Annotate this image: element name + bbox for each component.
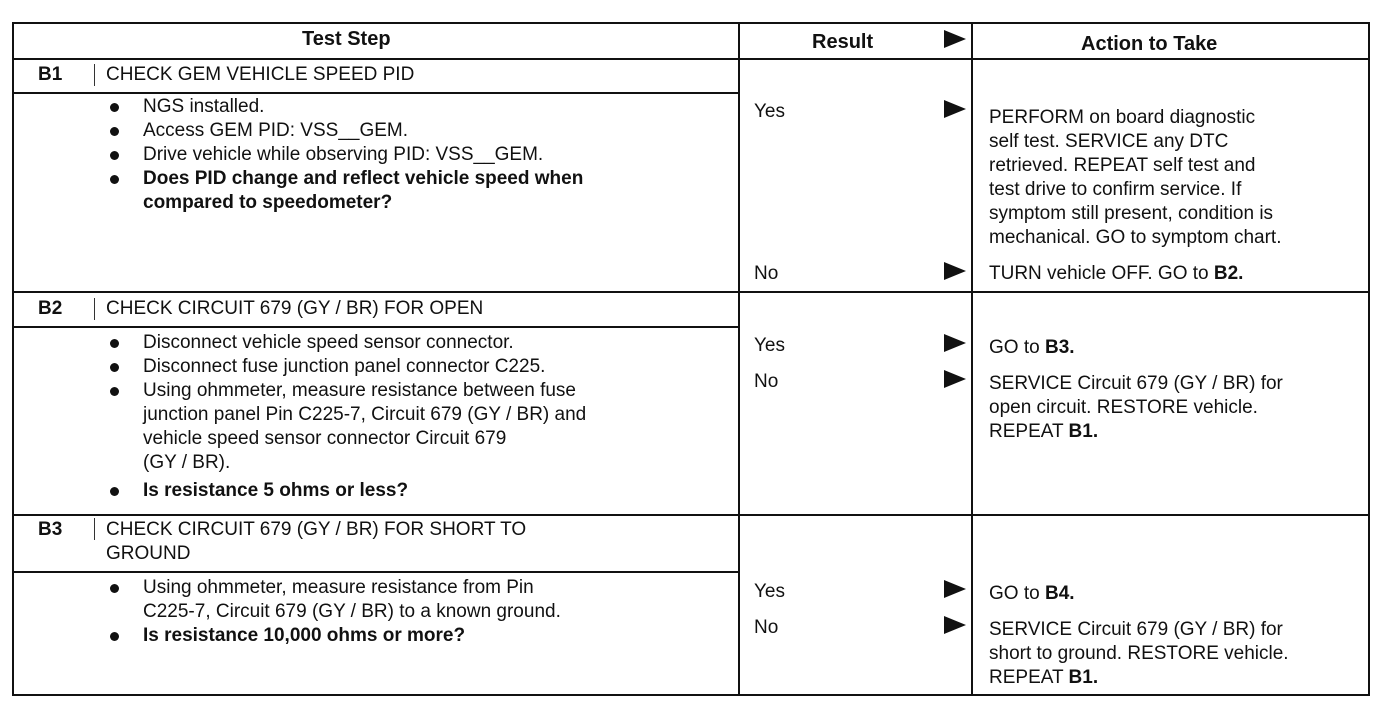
table-right-border	[1368, 22, 1370, 696]
bullet-icon	[110, 584, 119, 593]
b3-action-no-2: short to ground. RESTORE vehicle.	[989, 643, 1289, 664]
b1-bullet-1: NGS installed.	[143, 96, 265, 117]
b2-action-no-ref: B1.	[1068, 421, 1099, 442]
b1-action-yes-6: mechanical. GO to symptom chart.	[989, 227, 1282, 248]
b1-result-no: No	[754, 263, 779, 284]
b3-bullet-1-cont: C225-7, Circuit 679 (GY / BR) to a known…	[143, 601, 561, 622]
b1-no-arrow-icon	[944, 262, 966, 280]
table-bottom-border	[12, 694, 1370, 696]
b2-yes-arrow-icon	[944, 334, 966, 352]
b1-id-tick	[94, 64, 95, 86]
b1-bullet-3: Drive vehicle while observing PID: VSS__…	[143, 144, 544, 165]
step-title-b2: CHECK CIRCUIT 679 (GY / BR) FOR OPEN	[106, 298, 484, 319]
b1-action-no: TURN vehicle OFF. GO to B2.	[989, 263, 1244, 284]
b1-yes-arrow-icon	[944, 100, 966, 118]
bullet-icon	[110, 632, 119, 641]
b2-action-no-1: SERVICE Circuit 679 (GY / BR) for	[989, 373, 1283, 394]
b1-action-yes-2: self test. SERVICE any DTC	[989, 131, 1229, 152]
header-action: Action to Take	[1081, 33, 1218, 55]
table-left-border	[12, 22, 14, 696]
b2-bullet-1: Disconnect vehicle speed sensor connecto…	[143, 332, 514, 353]
b2-bullet-2: Disconnect fuse junction panel connector…	[143, 356, 546, 377]
step-title-b3-line-1: CHECK CIRCUIT 679 (GY / BR) FOR SHORT TO	[106, 519, 527, 540]
b3-result-no: No	[754, 617, 779, 638]
bullet-icon	[110, 339, 119, 348]
b3-bullet-1: Using ohmmeter, measure resistance from …	[143, 577, 534, 598]
b3-no-arrow-icon	[944, 616, 966, 634]
header-result: Result	[812, 31, 874, 53]
b1-action-yes-1: PERFORM on board diagnostic	[989, 107, 1256, 128]
header-arrow-icon	[944, 30, 966, 48]
b1-action-no-ref: B2.	[1213, 263, 1244, 284]
step-id-b3: B3	[38, 519, 63, 540]
b3-yes-arrow-icon	[944, 580, 966, 598]
step-title-b3-line-2: GROUND	[106, 543, 191, 564]
b2-result-yes: Yes	[754, 335, 785, 356]
b1-question-line-2: compared to speedometer?	[143, 192, 393, 213]
b3-question: Is resistance 10,000 ohms or more?	[143, 625, 466, 646]
b2-action-no-3: REPEAT B1.	[989, 421, 1099, 442]
b3-title-rule	[12, 571, 738, 573]
b1-action-yes-3: retrieved. REPEAT self test and	[989, 155, 1256, 176]
b3-action-no-1: SERVICE Circuit 679 (GY / BR) for	[989, 619, 1283, 640]
bullet-icon	[110, 487, 119, 496]
b3-action-no-ref: B1.	[1068, 667, 1099, 688]
b2-title-rule	[12, 326, 738, 328]
b3-result-yes: Yes	[754, 581, 785, 602]
b3-action-yes: GO to B4.	[989, 583, 1075, 604]
table-top-border	[12, 22, 1370, 24]
header-bottom-rule	[12, 58, 1370, 60]
b3-action-yes-ref: B4.	[1044, 583, 1075, 604]
bullet-icon	[110, 103, 119, 112]
b1-action-yes-5: symptom still present, condition is	[989, 203, 1274, 224]
b1-title-rule	[12, 92, 738, 94]
step-id-b1: B1	[38, 64, 63, 85]
b2-question: Is resistance 5 ohms or less?	[143, 480, 409, 501]
b2-action-no-2: open circuit. RESTORE vehicle.	[989, 397, 1258, 418]
b1-result-yes: Yes	[754, 101, 785, 122]
b2-bullet-3-cont-3: (GY / BR).	[143, 452, 231, 473]
b3-id-tick	[94, 518, 95, 540]
test-step-right-rule	[738, 22, 740, 696]
b1-question-line-1: Does PID change and reflect vehicle spee…	[143, 168, 584, 189]
header-test-step: Test Step	[302, 28, 391, 50]
bullet-icon	[110, 127, 119, 136]
bullet-icon	[110, 151, 119, 160]
b2-bullet-3-cont-2: vehicle speed sensor connector Circuit 6…	[143, 428, 507, 449]
step-id-b2: B2	[38, 298, 63, 319]
b2-no-arrow-icon	[944, 370, 966, 388]
b3-action-no-3: REPEAT B1.	[989, 667, 1099, 688]
b2-action-yes: GO to B3.	[989, 337, 1075, 358]
b2-result-no: No	[754, 371, 779, 392]
b2-bullet-3-cont-1: junction panel Pin C225-7, Circuit 679 (…	[143, 404, 587, 425]
b1-action-yes-4: test drive to confirm service. If	[989, 179, 1242, 200]
result-right-rule	[971, 22, 973, 696]
step-title-b1: CHECK GEM VEHICLE SPEED PID	[106, 64, 415, 85]
b2-action-yes-ref: B3.	[1044, 337, 1075, 358]
b2-id-tick	[94, 298, 95, 320]
bullet-icon	[110, 387, 119, 396]
b1-bullet-2: Access GEM PID: VSS__GEM.	[143, 120, 409, 141]
row-b2-top-rule	[12, 291, 1370, 293]
b2-bullet-3: Using ohmmeter, measure resistance betwe…	[143, 380, 576, 401]
bullet-icon	[110, 175, 119, 184]
bullet-icon	[110, 363, 119, 372]
row-b3-top-rule	[12, 514, 1370, 516]
